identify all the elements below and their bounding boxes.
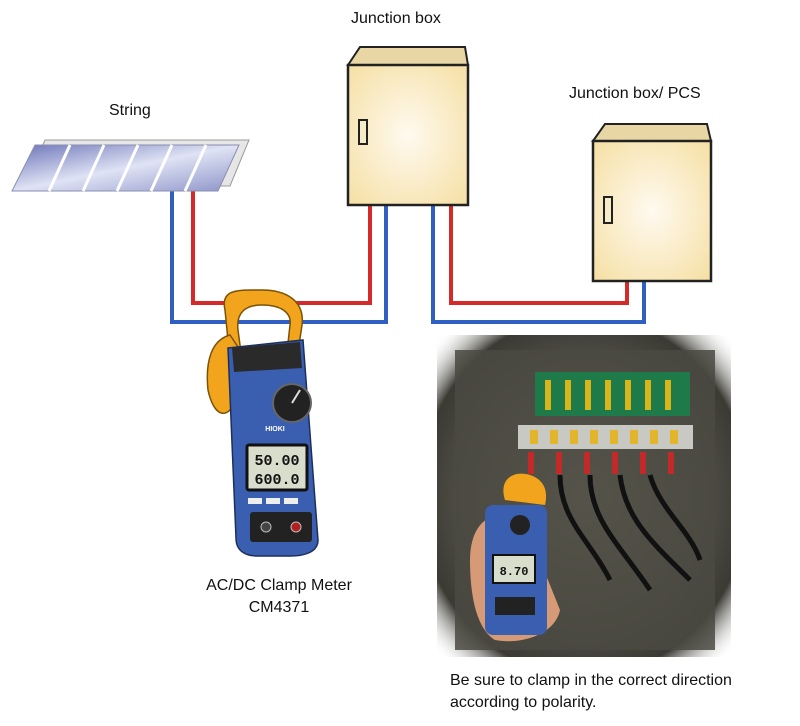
solar-string-panel — [11, 139, 250, 192]
polarity-note: Be sure to clamp in the correct directio… — [450, 670, 790, 714]
terminal-v — [290, 521, 302, 533]
string-label: String — [109, 102, 151, 119]
meter-display — [245, 443, 309, 492]
negative-wire-junction-to-pcs — [431, 205, 646, 324]
field-photo: 8.70 — [437, 335, 731, 657]
positive-wire-junction-to-pcs — [449, 205, 629, 305]
negative-wire-string-to-junction — [170, 190, 388, 324]
photo-meter-display: 8.70 — [500, 565, 529, 579]
polarity-note-line2: according to polarity. — [450, 694, 597, 711]
junction-box-label: Junction box — [351, 10, 441, 27]
junction-box — [346, 46, 470, 207]
meter-model: CM4371 — [248, 599, 310, 616]
positive-wire-string-to-junction — [191, 190, 372, 305]
terminal-com — [260, 521, 272, 533]
display-line2: 600.0 — [254, 472, 299, 489]
clamp-meter-illustration: 50.00 600.0 HIOKI — [206, 289, 319, 557]
meter-brand: HIOKI — [265, 426, 285, 433]
display-line1: 50.00 — [254, 453, 299, 470]
meter-name: AC/DC Clamp Meter — [206, 577, 352, 594]
junction-box-pcs-label: Junction box/ PCS — [569, 85, 701, 102]
polarity-note-line1: Be sure to clamp in the correct directio… — [450, 672, 732, 689]
junction-box-pcs — [591, 123, 713, 283]
meter-caption: AC/DC Clamp Meter CM4371 — [169, 575, 389, 619]
